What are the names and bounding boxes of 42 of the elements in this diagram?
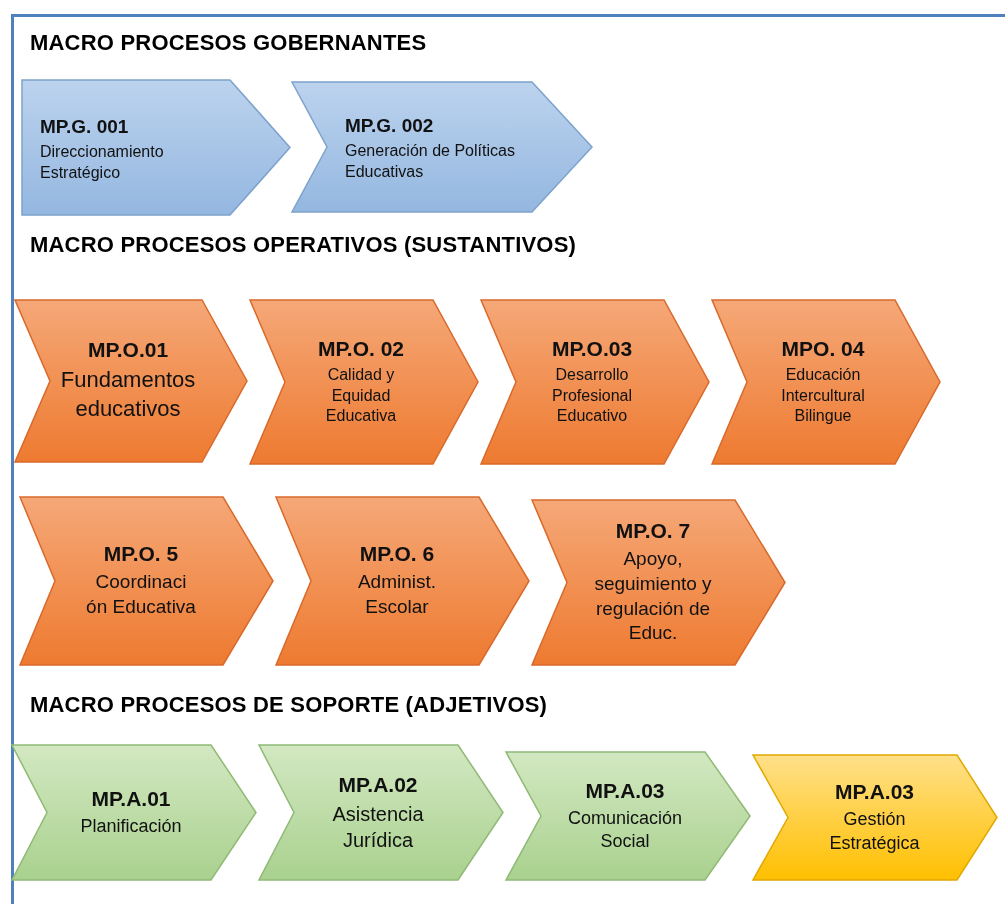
process-step (12, 745, 256, 880)
section-heading: MACRO PROCESOS GOBERNANTES (30, 30, 427, 56)
process-name: Planificación (80, 814, 182, 838)
process-name: Administ. Escolar (356, 570, 438, 619)
process-code: MP.A.02 (338, 772, 418, 797)
process-name: Fundamentos educativos (60, 366, 196, 423)
process-name: Comunicación Social (566, 806, 684, 853)
process-step (532, 500, 785, 665)
process-step (20, 497, 273, 665)
process-name: Gestión Estratégica (828, 808, 921, 855)
process-step (259, 745, 503, 880)
process-code: MP.O.03 (551, 336, 633, 361)
process-name: Calidad y Equidad Educativa (324, 364, 398, 427)
section-heading: MACRO PROCESOS DE SOPORTE (ADJETIVOS) (30, 692, 548, 718)
process-code: MP.G. 002 (345, 115, 434, 138)
process-step (506, 752, 750, 880)
process-step (22, 80, 290, 215)
process-code: MP.G. 001 (40, 115, 129, 138)
process-step (753, 755, 997, 880)
process-name: Generación de Políticas Educativas (345, 141, 516, 182)
process-step (481, 300, 709, 464)
process-name: Apoyo, seguimiento y regulación de Educ. (593, 547, 713, 646)
process-code: MP.O.01 (87, 338, 169, 363)
process-step (276, 497, 529, 665)
process-step (15, 300, 247, 462)
process-step (250, 300, 478, 464)
process-step (292, 82, 592, 212)
process-step (712, 300, 940, 464)
process-name: Asistencia Jurídica (331, 801, 425, 853)
process-code: MPO. 04 (781, 336, 865, 361)
process-name: Direccionamiento Estratégico (40, 141, 165, 183)
process-code: MP.O. 7 (615, 519, 691, 544)
process-name: Educación Intercultural Bilingue (780, 364, 866, 427)
process-code: MP.A.03 (835, 780, 914, 805)
process-name: Desarrollo Profesional Educativo (550, 364, 633, 427)
process-name: Coordinaci ón Educativa (86, 570, 196, 619)
process-code: MP.O. 02 (318, 336, 404, 361)
process-code: MP.A.01 (91, 786, 171, 811)
process-code: MP.A.03 (585, 778, 665, 803)
section-heading: MACRO PROCESOS OPERATIVOS (SUSTANTIVOS) (30, 232, 577, 258)
process-code: MP.O. 6 (359, 542, 435, 567)
process-code: MP.O. 5 (103, 542, 179, 567)
